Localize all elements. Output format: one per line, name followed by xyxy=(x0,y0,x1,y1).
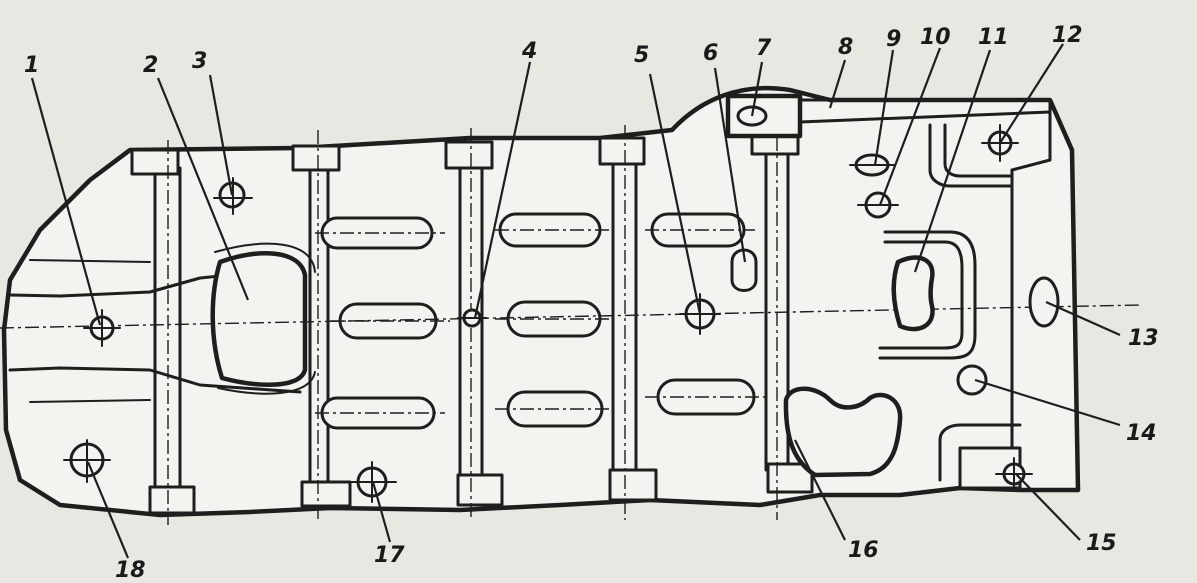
bolt-holes xyxy=(63,124,1033,503)
callout-11: 11 xyxy=(978,25,1009,50)
callout-labels: 1 2 3 4 5 6 7 8 9 10 11 12 13 14 15 16 1… xyxy=(24,23,1159,583)
leader-lines xyxy=(30,43,1121,559)
callout-2: 2 xyxy=(143,53,158,78)
callout-13: 13 xyxy=(1128,326,1159,351)
hole-18 xyxy=(63,439,111,483)
left-end-web xyxy=(8,140,316,525)
callout-16: 16 xyxy=(848,538,879,563)
hole-14 xyxy=(956,364,988,396)
callout-7: 7 xyxy=(756,36,772,61)
callout-6: 6 xyxy=(703,41,718,66)
callout-12: 12 xyxy=(1052,23,1083,48)
callout-14: 14 xyxy=(1126,421,1157,446)
hole-1 xyxy=(83,309,121,347)
callout-17: 17 xyxy=(374,543,405,568)
callout-4: 4 xyxy=(521,39,537,64)
callout-3: 3 xyxy=(192,49,207,74)
callout-1: 1 xyxy=(24,53,39,78)
callout-10: 10 xyxy=(920,25,951,50)
callout-15: 15 xyxy=(1086,531,1117,556)
callout-9: 9 xyxy=(886,27,901,52)
centre-line xyxy=(0,304,1141,329)
vertical-ribs xyxy=(291,112,814,520)
hole-9 xyxy=(849,153,896,177)
slots xyxy=(315,212,765,430)
hole-10 xyxy=(857,191,899,219)
hole-15 xyxy=(995,457,1033,491)
callout-5: 5 xyxy=(634,43,649,68)
callout-8: 8 xyxy=(838,35,853,60)
callout-18: 18 xyxy=(115,558,146,583)
